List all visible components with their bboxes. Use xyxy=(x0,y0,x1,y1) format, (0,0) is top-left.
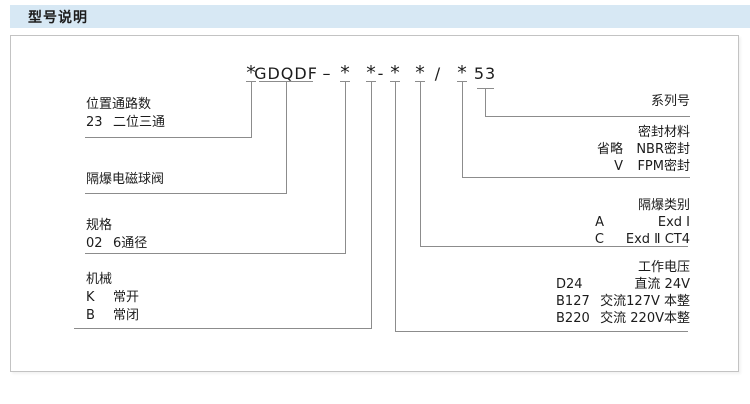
option-code: V xyxy=(614,159,623,174)
label-row: 23 二位三通 xyxy=(86,114,165,132)
model-code-star-5: * xyxy=(415,62,425,84)
option-desc: 交流127V 本整 xyxy=(600,294,690,309)
label-header: 密封材料 xyxy=(637,125,690,140)
label-valve-name: 隔爆电磁球阀 xyxy=(86,171,164,189)
label-working-voltage: 工作电压 D24 直流 24V B127 交流127V 本整 B220 交流 2… xyxy=(556,259,690,327)
label-header: 工作电压 xyxy=(637,260,690,275)
model-code-star-4: * xyxy=(390,62,400,84)
option-code: 省略 xyxy=(596,142,623,157)
option-desc: 二位三通 xyxy=(113,115,166,130)
model-code-prefix: GDQDF xyxy=(254,64,318,83)
option-desc: Exd Ⅱ CT4 xyxy=(625,232,690,247)
section-header: 型号说明 xyxy=(10,5,750,28)
label-header: 隔爆电磁球阀 xyxy=(86,172,165,187)
option-code: B127 xyxy=(556,294,590,309)
label-row: 02 6通径 xyxy=(86,235,147,253)
option-desc: 常闭 xyxy=(113,308,140,323)
option-code: A xyxy=(595,215,604,230)
model-code-star-3: * xyxy=(366,62,376,84)
model-code-star-1: * xyxy=(246,62,256,84)
label-spec: 规格 02 6通径 xyxy=(86,217,147,253)
label-row: 省略 NBR密封 xyxy=(597,141,690,158)
label-seal-material: 密封材料 省略 NBR密封 V FPM密封 xyxy=(597,124,690,175)
option-code: B220 xyxy=(556,311,590,326)
option-desc: 直流 24V xyxy=(634,277,690,292)
label-row: B 常闭 xyxy=(86,307,139,325)
label-row: C Exd Ⅱ CT4 xyxy=(595,231,690,248)
option-desc: Exd Ⅰ xyxy=(657,215,690,230)
option-desc: NBR密封 xyxy=(636,142,690,157)
option-code: 02 xyxy=(86,236,103,251)
label-position-channels: 位置通路数 23 二位三通 xyxy=(86,96,165,132)
label-header: 规格 xyxy=(86,218,113,233)
option-desc: 交流 220V本整 xyxy=(600,311,690,326)
option-code: C xyxy=(594,232,604,247)
model-code-slash: / xyxy=(434,64,442,83)
label-header: 位置通路数 xyxy=(86,97,152,112)
label-explosion-class: 隔爆类别 A Exd Ⅰ C Exd Ⅱ CT4 xyxy=(595,197,690,248)
model-code-dash-2: - xyxy=(377,64,385,83)
label-row: B220 交流 220V本整 xyxy=(556,310,690,327)
label-row: K 常开 xyxy=(86,289,139,307)
label-row: V FPM密封 xyxy=(597,158,690,175)
model-code-dash-1: – xyxy=(322,64,332,83)
option-desc: FPM密封 xyxy=(637,159,690,174)
label-mechanical: 机械 K 常开 B 常闭 xyxy=(86,271,139,325)
label-row: A Exd Ⅰ xyxy=(595,214,690,231)
label-header: 隔爆类别 xyxy=(637,198,690,213)
option-code: 23 xyxy=(86,115,103,130)
label-header: 机械 xyxy=(86,272,113,287)
model-code-series: 53 xyxy=(473,64,497,83)
label-series-no: 系列号 xyxy=(651,93,690,110)
option-code: K xyxy=(86,290,95,305)
label-row: D24 直流 24V xyxy=(556,276,690,293)
option-desc: 常开 xyxy=(113,290,140,305)
section-title: 型号说明 xyxy=(28,9,88,26)
option-code: B xyxy=(86,308,95,323)
label-header: 系列号 xyxy=(650,94,690,109)
option-desc: 6通径 xyxy=(113,236,148,251)
option-code: D24 xyxy=(556,277,583,292)
model-code-star-2: * xyxy=(340,62,350,84)
label-row: B127 交流127V 本整 xyxy=(556,293,690,310)
model-code-star-6: * xyxy=(457,62,467,84)
